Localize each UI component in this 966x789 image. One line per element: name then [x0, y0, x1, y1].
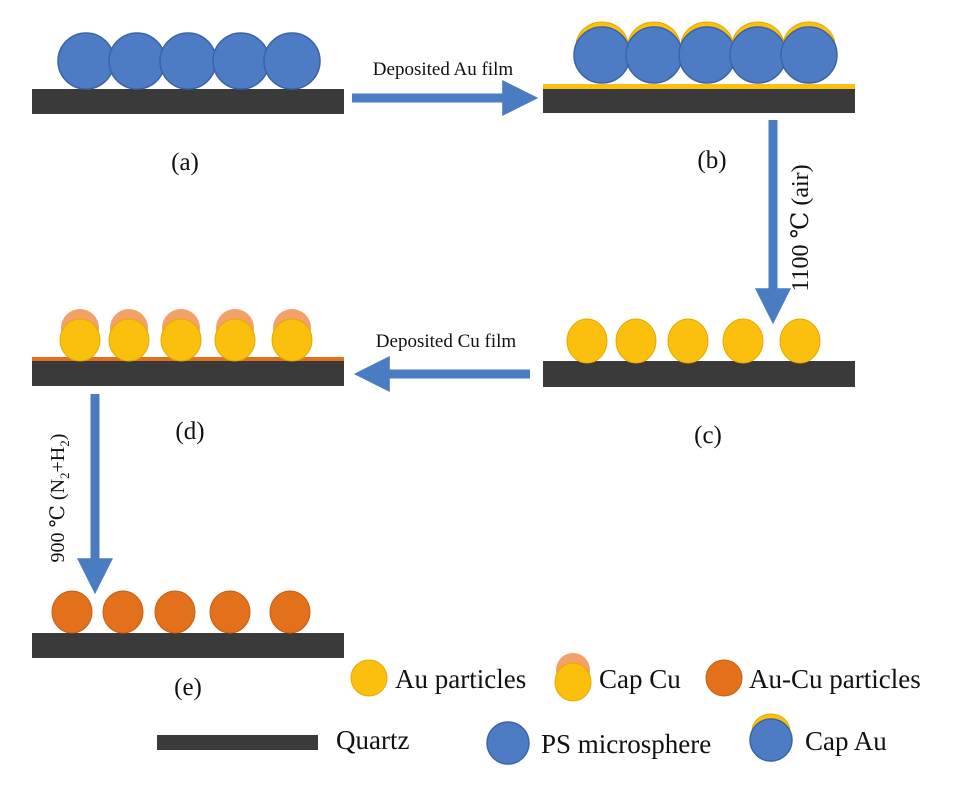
ps-microsphere [159, 32, 217, 90]
legend-au-particles: Au particles [350, 659, 526, 697]
au-cu-particle [269, 590, 311, 634]
au-particle [615, 318, 657, 364]
ps-microsphere [678, 26, 736, 84]
legend: Au particles Cap Cu Au-Cu particles Quar… [157, 653, 921, 765]
ps-microsphere [625, 26, 683, 84]
cap-cu-icon [554, 653, 592, 702]
legend-cap-cu: Cap Cu [554, 653, 681, 702]
legend-au-cu-particles-label: Au-Cu particles [749, 664, 921, 694]
quartz-substrate [32, 633, 344, 658]
quartz-substrate [32, 89, 344, 114]
au-particle-row [566, 318, 821, 364]
panel-label-a: (a) [171, 149, 199, 176]
ps-microsphere [729, 26, 787, 84]
legend-quartz-label: Quartz [336, 725, 409, 755]
cap-au-icon [749, 713, 793, 762]
panel-e: (e) [32, 590, 344, 701]
au-particle [59, 318, 101, 362]
au-particle [722, 318, 764, 364]
quartz-substrate [543, 361, 855, 387]
legend-au-particles-label: Au particles [395, 664, 526, 694]
au-film-layer [543, 84, 855, 89]
ps-microsphere [212, 32, 270, 90]
quartz-substrate [543, 88, 855, 113]
cap-cu-row [59, 309, 313, 362]
ps-microsphere [573, 26, 631, 84]
au-particle [271, 318, 313, 362]
anneal-n2h2-label: 900 ℃ (N2+H2) [47, 434, 72, 563]
au-cu-particle [209, 590, 251, 634]
arrow-deposit-au: Deposited Au film [352, 59, 539, 116]
ps-microsphere-row [57, 32, 321, 90]
legend-cap-cu-label: Cap Cu [599, 664, 681, 694]
au-cu-particle [102, 590, 144, 634]
quartz-substrate [32, 361, 344, 386]
au-cu-particle [51, 590, 93, 634]
ps-microsphere [749, 718, 793, 762]
ps-microsphere-icon [486, 721, 530, 765]
arrow-anneal-n2h2: 900 ℃ (N2+H2) [47, 394, 113, 595]
panel-label-c: (c) [694, 422, 722, 449]
legend-ps-microsphere: PS microsphere [486, 721, 711, 765]
cap-au-row [573, 21, 838, 84]
arrow-anneal-air: 1100 ℃ (air) [755, 120, 814, 325]
au-cu-particle-icon [705, 659, 743, 697]
au-particle [667, 318, 709, 364]
au-particle [214, 318, 256, 362]
arrow-deposit-cu: Deposited Cu film [353, 331, 530, 392]
legend-cap-au-label: Cap Au [805, 726, 887, 756]
legend-au-cu-particles: Au-Cu particles [705, 659, 921, 697]
au-particle [108, 318, 150, 362]
au-particle-icon [350, 659, 388, 697]
legend-quartz: Quartz [157, 725, 409, 755]
panel-label-b: (b) [697, 147, 726, 174]
panel-b: (b) [543, 21, 855, 174]
au-particle [779, 318, 821, 364]
panel-a: (a) [32, 32, 344, 176]
anneal-air-label: 1100 ℃ (air) [788, 164, 814, 291]
legend-cap-au: Cap Au [749, 713, 887, 762]
au-particle [160, 318, 202, 362]
deposit-au-label: Deposited Au film [373, 59, 514, 80]
legend-ps-microsphere-label: PS microsphere [541, 729, 711, 759]
ps-microsphere [780, 26, 838, 84]
au-cu-particle-row [51, 590, 311, 634]
deposit-cu-label: Deposited Cu film [376, 331, 517, 352]
au-particle [566, 318, 608, 364]
au-cu-particle [154, 590, 196, 634]
au-particle [554, 662, 592, 702]
quartz-icon [157, 735, 318, 750]
panel-label-d: (d) [175, 418, 204, 445]
ps-microsphere [108, 32, 166, 90]
panel-d: (d) [32, 309, 344, 445]
ps-microsphere [57, 32, 115, 90]
panel-label-e: (e) [174, 674, 202, 701]
ps-microsphere [263, 32, 321, 90]
panel-c: (c) [543, 318, 855, 449]
